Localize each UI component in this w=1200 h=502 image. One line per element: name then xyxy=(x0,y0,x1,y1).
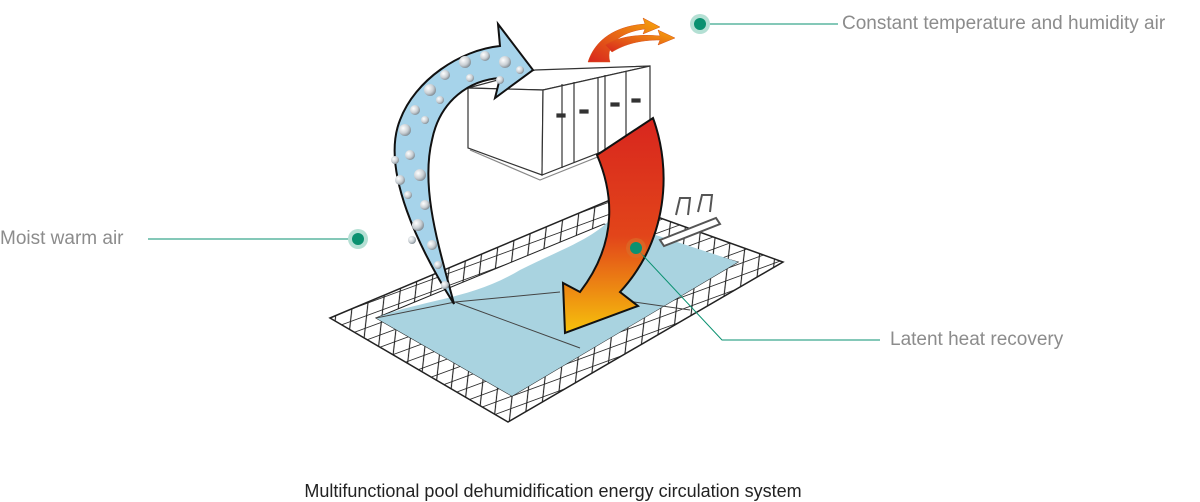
diagram-caption: Multifunctional pool dehumidification en… xyxy=(304,481,802,501)
callout-constant-air xyxy=(690,14,838,34)
label-moist-warm-air: Moist warm air xyxy=(0,228,124,249)
pool xyxy=(328,194,785,423)
latent-heat-arrow xyxy=(561,116,665,335)
callout-moist-air xyxy=(148,229,368,249)
exhaust-arrows xyxy=(587,17,676,63)
moist-air-arrow xyxy=(391,20,535,305)
label-constant-temperature-humidity-air: Constant temperature and humidity air xyxy=(842,13,1166,34)
pool-ladder-icon xyxy=(658,194,722,248)
callout-latent-heat xyxy=(626,238,880,341)
label-latent-heat-recovery: Latent heat recovery xyxy=(890,329,1064,350)
